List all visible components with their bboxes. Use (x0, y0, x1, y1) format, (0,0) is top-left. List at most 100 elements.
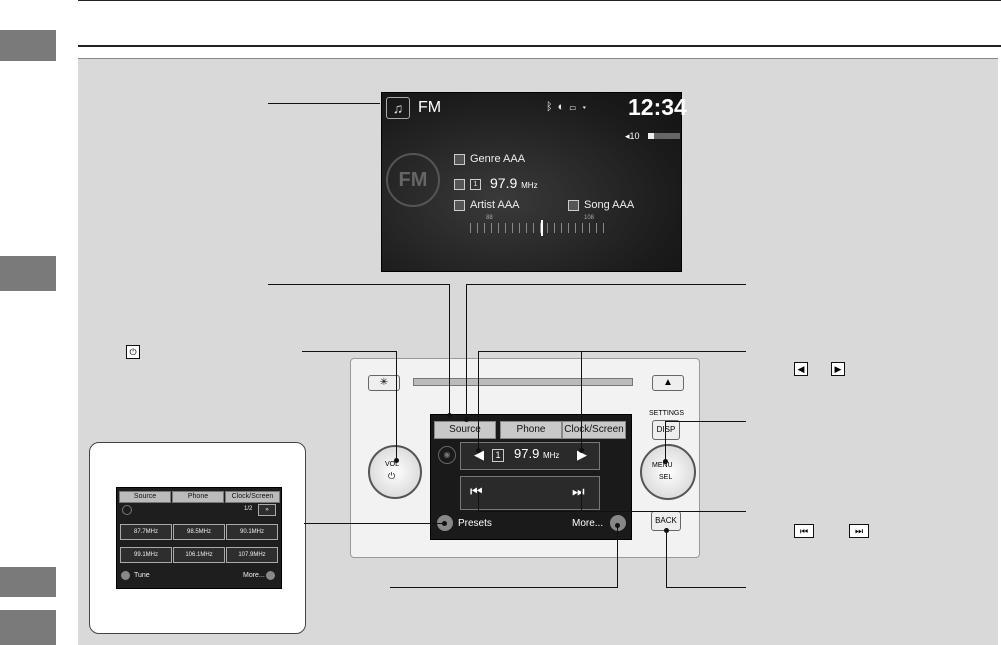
inset-tune-knob-icon[interactable] (121, 571, 130, 580)
more-label[interactable]: More... (572, 518, 604, 529)
menu-label: MENU (652, 462, 673, 469)
inset-tab-phone[interactable]: Phone (172, 491, 224, 503)
callout-dot-tune-right (579, 448, 584, 453)
frequency-display: 97.9 MHz (490, 175, 538, 191)
inset-radio-icon (122, 505, 132, 515)
skip-forward-icon[interactable]: ⏭ (572, 483, 585, 499)
skip-back-symbol-icon: ⏮ (794, 524, 814, 538)
preset-button-5[interactable]: 106.1MHz (173, 547, 225, 563)
genre-text: Genre AAA (470, 153, 526, 165)
volume-power-knob[interactable] (368, 445, 422, 499)
inset-page-indicator: 1/2 (244, 506, 253, 512)
volume-indicator: ◂10 (625, 131, 640, 141)
leader-more-v (617, 525, 618, 588)
unit-preset-number: 1 (492, 449, 504, 462)
song-icon (568, 199, 579, 211)
leader-disp-h (665, 421, 746, 422)
leader-seek-h (478, 511, 746, 512)
unit-frequency-value: 97.9 (514, 446, 540, 461)
preset-button-2[interactable]: 98.5MHz (173, 524, 225, 540)
leader-seek-left-v (478, 492, 479, 512)
leader-power-v (396, 351, 397, 461)
preset-button-1[interactable]: 87.7MHz (120, 524, 172, 540)
inset-more-label[interactable]: More... (243, 572, 265, 579)
dial-high-label: 108 (584, 215, 595, 221)
status-icons: ᛒ ◐ ▭ ▾ (546, 101, 589, 113)
chapter-tab-1 (0, 30, 56, 61)
leader-tune-left-v (478, 351, 479, 449)
tune-left-arrow-icon[interactable]: ◀ (474, 447, 484, 462)
callout-dot-back (664, 528, 669, 533)
leader-source-h (268, 284, 450, 285)
unit-frequency: 97.9 MHz (514, 446, 559, 461)
chapter-tab-4 (0, 610, 56, 645)
preset-button-6[interactable]: 107.9MHz (226, 547, 278, 563)
callout-dot-tune-left (476, 448, 481, 453)
leader-more-h (390, 587, 618, 588)
leader-source-icon (268, 103, 380, 104)
artist-row: Artist AAA (454, 199, 520, 211)
unit-frequency-unit: MHz (542, 451, 560, 460)
fm-logo-icon: FM (386, 153, 440, 207)
preset-number-icon: 1 (470, 178, 481, 190)
leader-tabs-h (466, 284, 746, 285)
leader-tune-right-v (581, 351, 582, 449)
light-button[interactable]: ✳ (368, 375, 400, 391)
music-note-icon[interactable]: ♫ (386, 97, 410, 119)
radio-icon: ◉ (438, 446, 456, 464)
band-label: FM (418, 99, 442, 116)
presets-label[interactable]: Presets (458, 518, 492, 529)
leader-seek-right-v (581, 492, 582, 512)
station-icon (454, 178, 465, 190)
chapter-tab-2 (0, 256, 56, 291)
leader-source-v (449, 284, 450, 416)
inset-tab-source[interactable]: Source (119, 491, 171, 503)
leader-tabs-v (466, 284, 467, 420)
callout-dot-disp (663, 459, 668, 464)
power-icon: ⏻ (388, 471, 396, 481)
callout-dot-tabs (464, 417, 469, 422)
vol-label: VOL (385, 461, 400, 468)
callout-dot-presets (442, 521, 447, 526)
artist-text: Artist AAA (470, 199, 520, 211)
header-rule-top (78, 0, 1001, 1)
inset-more-knob-icon[interactable] (266, 571, 275, 580)
genre-row: Genre AAA (454, 153, 525, 165)
leader-back-v (666, 530, 667, 588)
header-rule (78, 45, 1001, 47)
inset-next-page-button[interactable]: » (258, 504, 276, 516)
preset-number: 1 (473, 180, 478, 188)
tab-source[interactable]: Source (434, 421, 496, 439)
sel-label: SEL (659, 474, 673, 481)
audio-info-screen: ♫ FM ᛒ ◐ ▭ ▾ 12:34 ◂10 FM Genre AAA 1 97… (381, 92, 687, 272)
settings-label: SETTINGS (649, 410, 685, 417)
eject-button[interactable]: ▲ (652, 375, 684, 391)
song-row: Song AAA (568, 199, 634, 211)
inset-tab-clock-screen[interactable]: Clock/Screen (225, 491, 280, 503)
inset-tune-label[interactable]: Tune (134, 572, 150, 579)
frequency-value: 97.9 (490, 175, 518, 191)
tuning-needle (541, 220, 543, 236)
volume-bar-fill (648, 133, 655, 139)
tune-right-symbol-icon: ▶ (831, 362, 845, 376)
dial-low-label: 88 (486, 215, 493, 221)
disp-button[interactable]: DISP (652, 420, 680, 440)
tune-right-arrow-icon[interactable]: ▶ (577, 447, 587, 462)
leader-back-h (666, 587, 746, 588)
skip-forward-symbol-icon: ⏭ (849, 524, 869, 538)
menu-sel-knob[interactable] (640, 444, 696, 500)
preset-button-3[interactable]: 90.1MHz (226, 524, 278, 540)
skip-back-icon[interactable]: ⏮ (470, 483, 483, 499)
tab-clock-screen[interactable]: Clock/Screen (562, 421, 626, 439)
tune-left-symbol-icon: ◀ (794, 362, 808, 376)
callout-dot-more (615, 523, 620, 528)
preset-button-4[interactable]: 99.1MHz (120, 547, 172, 563)
leader-power-h (302, 351, 397, 352)
tune-bar (460, 442, 600, 470)
tab-phone[interactable]: Phone (500, 421, 562, 439)
artist-icon (454, 199, 465, 211)
clock-display: 12:34 (628, 94, 687, 120)
callout-dot-source (447, 413, 452, 418)
disc-slot (413, 378, 633, 386)
tuning-dial (470, 220, 610, 236)
